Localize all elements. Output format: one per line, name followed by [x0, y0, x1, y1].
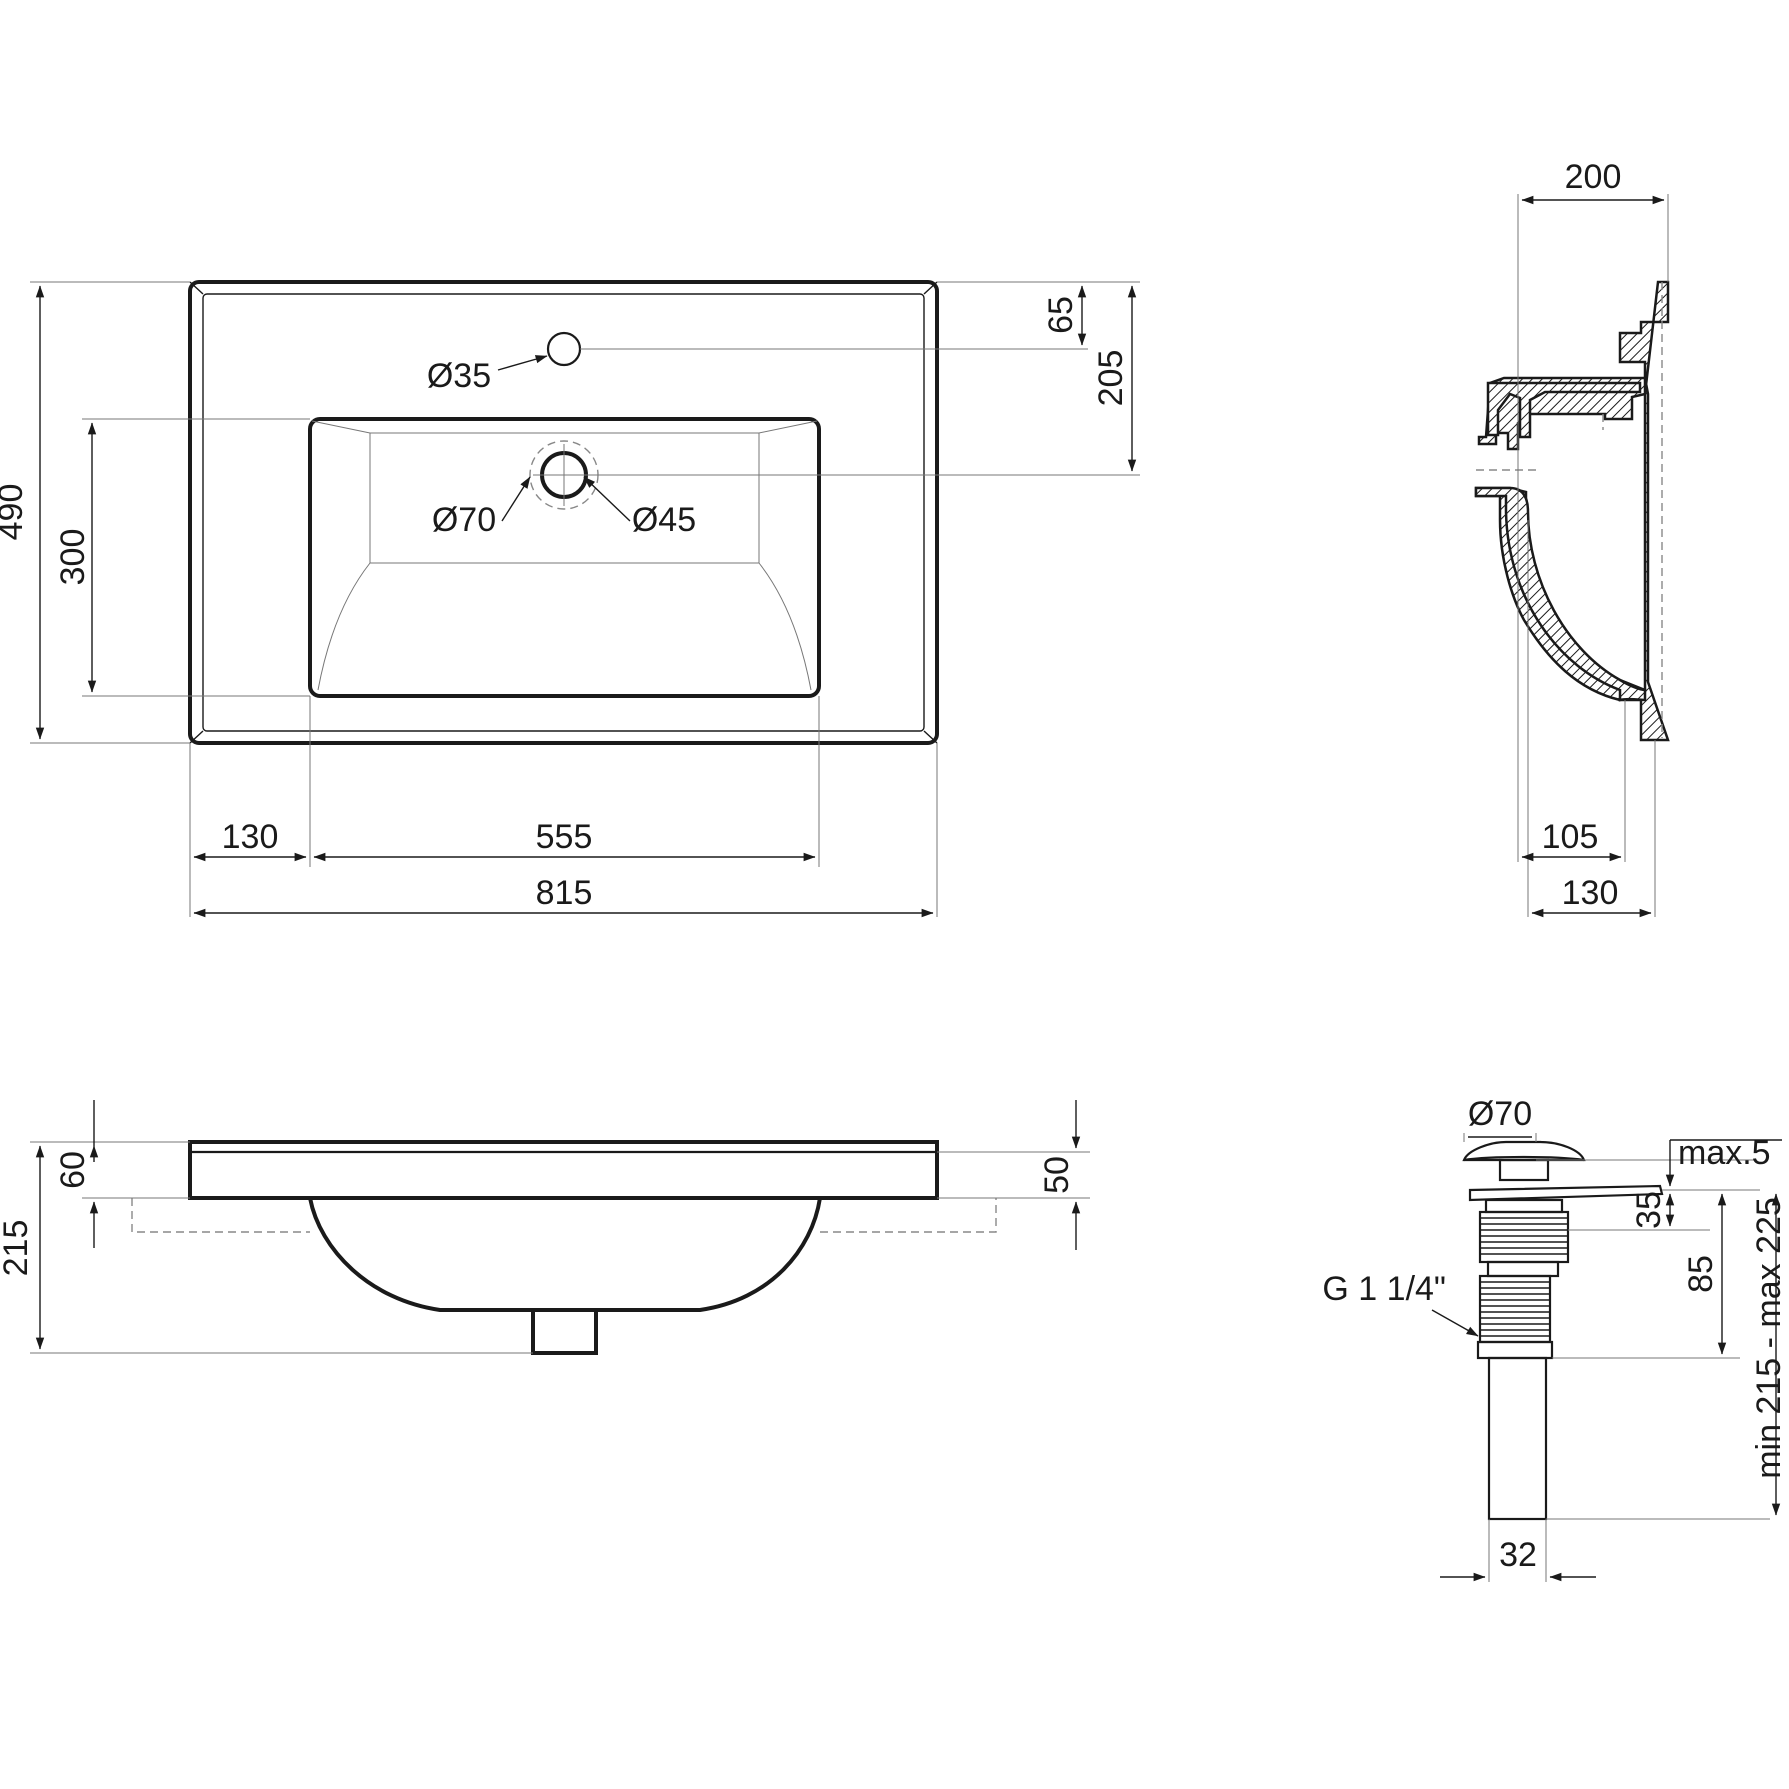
- bowl-slope-lines: [311, 420, 818, 691]
- drain-cap-top: [1463, 1155, 1585, 1162]
- section-overflow-channel: [1486, 381, 1642, 439]
- drain-cap-stem: [1498, 1158, 1550, 1182]
- thread-dim-text: G 1 1/4": [1322, 1270, 1446, 1308]
- width-dim-text: 815: [536, 874, 593, 912]
- tap-hole: [546, 331, 582, 367]
- tap-hole-dim-text: Ø35: [427, 357, 491, 395]
- drain-extension-lines: [1463, 1133, 1770, 1582]
- rim-60-dim-text: 60: [54, 1151, 92, 1189]
- drain-outer-leader: [501, 476, 531, 522]
- length-range-dim-text: min 215 - max 225: [1750, 1197, 1788, 1479]
- drain-outer-dim-text: Ø70: [432, 501, 496, 539]
- front-extension-lines: [30, 1141, 1090, 1354]
- plan-view: 490 300 65 205 130 555 815 Ø35 Ø70 Ø45: [0, 280, 1140, 918]
- basin-outline: [188, 280, 939, 745]
- thread-leader: [1431, 1309, 1479, 1337]
- front-drain-stub: [531, 1308, 598, 1355]
- side-width-dim-text: 200: [1565, 158, 1622, 196]
- drain-inner-leader: [583, 476, 631, 522]
- front-height-dim-text: 215: [0, 1220, 35, 1277]
- dim-105-text: 105: [1542, 818, 1599, 856]
- bowl-depth-dim-text: 300: [54, 529, 92, 586]
- drain-centerlines: [533, 444, 595, 506]
- drain-thread-body: [1478, 1274, 1552, 1344]
- front-view: 215 60 50: [0, 1100, 1090, 1355]
- section-centerlines: [1476, 282, 1663, 738]
- bowl-outline: [308, 417, 821, 698]
- tap-offset-dim-text: 65: [1042, 296, 1080, 334]
- dim-130-side-text: 130: [1562, 874, 1619, 912]
- drain-thread-lower: [1480, 1281, 1550, 1337]
- rim-bevel-lines: [189, 281, 938, 744]
- dim-85-text: 85: [1682, 1255, 1720, 1293]
- basin-rim-inner: [202, 293, 925, 732]
- side-section: 200 105 130: [1474, 158, 1670, 918]
- drain-tail-pipe: [1487, 1356, 1548, 1521]
- drain-detail: Ø70 max.5 35 85 min 215 - max 225 G 1 1/…: [1322, 1095, 1788, 1582]
- cap-diameter-dim-text: Ø70: [1468, 1095, 1532, 1133]
- side-extension-lines: [1517, 194, 1669, 917]
- drain-nut: [1486, 1260, 1560, 1278]
- rim-50-dim-text: 50: [1038, 1156, 1076, 1194]
- front-bowl-curve: [308, 1197, 822, 1312]
- tap-hole-leader: [497, 355, 548, 371]
- max5-dim-text: max.5: [1678, 1134, 1771, 1172]
- pipe-32-dim-text: 32: [1499, 1536, 1537, 1574]
- drain-flange-neck: [1484, 1198, 1564, 1214]
- bowl-width-dim-text: 555: [536, 818, 593, 856]
- left-offset-dim-text: 130: [222, 818, 279, 856]
- front-rim: [188, 1140, 939, 1200]
- drain-inner-dim-text: Ø45: [632, 501, 696, 539]
- drain-base-nut: [1476, 1340, 1554, 1360]
- drain-flange: [1468, 1184, 1664, 1202]
- drain-offset-dim-text: 205: [1092, 350, 1130, 407]
- dim-35-text: 35: [1630, 1191, 1668, 1229]
- depth-dim-text: 490: [0, 484, 30, 541]
- front-hidden-support: [131, 1198, 997, 1233]
- plan-extension-lines: [30, 281, 1140, 917]
- drain-thread-upper: [1480, 1217, 1568, 1255]
